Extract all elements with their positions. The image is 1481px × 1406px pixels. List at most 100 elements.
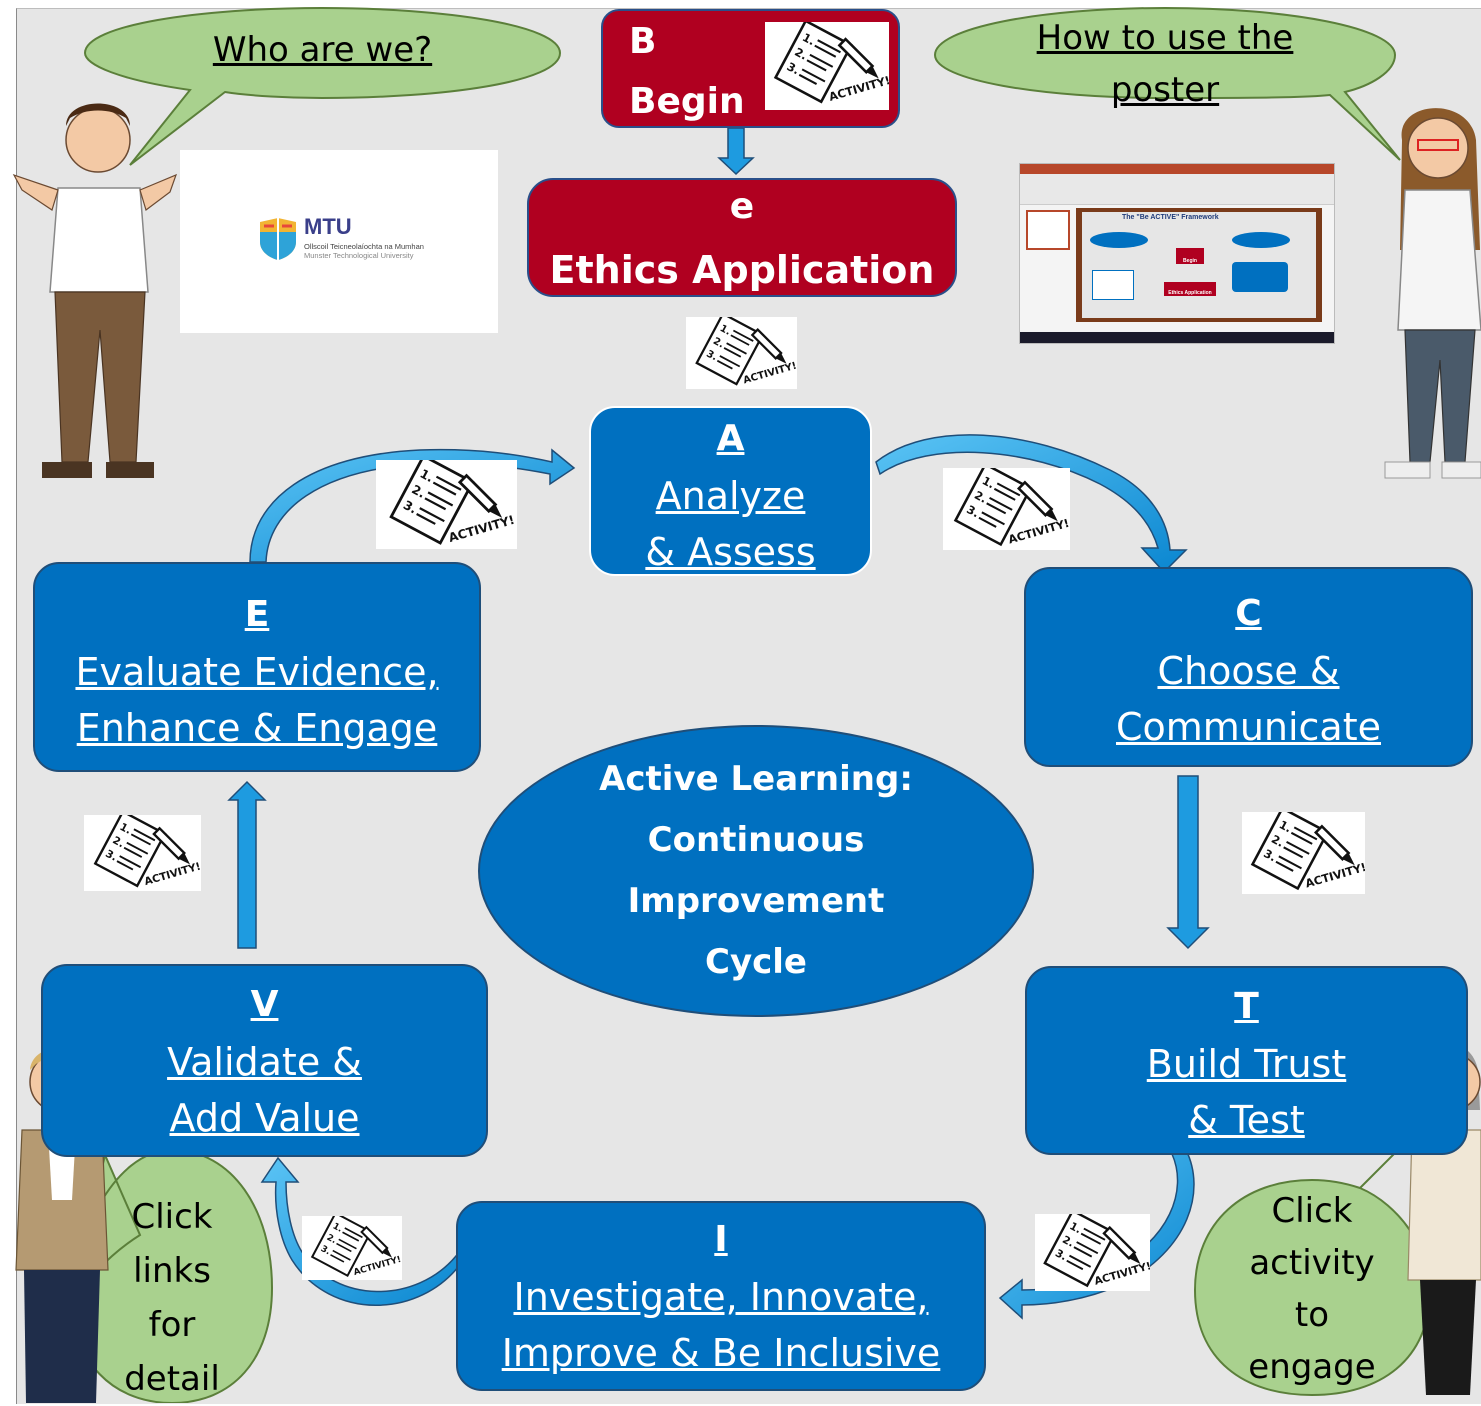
svg-text:2.: 2. [325, 1233, 338, 1246]
validate-line2[interactable]: Add Value [169, 1096, 360, 1140]
thumbnail-titlebar [1020, 164, 1334, 174]
svg-text:1.: 1. [118, 821, 134, 837]
analyze-line2[interactable]: & Assess [645, 530, 816, 574]
activity-label: ACTIVITY! [1007, 517, 1070, 547]
who-are-we-bubble[interactable]: Who are we? [150, 30, 495, 70]
click-activity-bubble-text: Click activity to engage [1212, 1185, 1412, 1393]
activity-icon-analyze-choose[interactable]: 1.2.3.ACTIVITY! [943, 468, 1070, 550]
activity-line2: activity [1249, 1243, 1375, 1283]
activity-checklist-icon: 1.2.3.ACTIVITY! [310, 1216, 402, 1278]
validate-box[interactable]: V Validate & Add Value [41, 964, 488, 1157]
thumbnail-slide: The "Be ACTIVE" Framework Begin Ethics A… [1076, 208, 1322, 322]
investigate-line2[interactable]: Improve & Be Inclusive [501, 1331, 941, 1375]
activity-checklist-icon: 1.2.3. ACTIVITY! [695, 317, 797, 387]
analyze-letter[interactable]: A [716, 418, 745, 459]
evaluate-line1[interactable]: Evaluate Evidence, [75, 650, 439, 694]
choose-letter[interactable]: C [1235, 593, 1262, 634]
choose-line2[interactable]: Communicate [1116, 705, 1381, 749]
evaluate-box[interactable]: E Evaluate Evidence, Enhance & Engage [33, 562, 481, 772]
activity-checklist-icon: 1.2.3.ACTIVITY! [953, 468, 1070, 547]
center-line4: Cycle [705, 942, 807, 982]
begin-label: Begin [629, 81, 745, 122]
analyze-line1[interactable]: Analyze [655, 474, 806, 518]
activity-icon-trust-investigate[interactable]: 1.2.3.ACTIVITY! [1035, 1214, 1150, 1291]
svg-text:3.: 3. [964, 503, 981, 520]
svg-text:2.: 2. [792, 45, 809, 63]
arrow-choose-to-trust [1166, 775, 1210, 950]
cycle-center-ellipse: Active Learning: Continuous Improvement … [478, 725, 1034, 1017]
activity-icon-evaluate-analyze[interactable]: 1.2.3.ACTIVITY! [376, 460, 517, 549]
svg-text:1.: 1. [718, 323, 733, 338]
links-line1: Click [131, 1197, 213, 1237]
mtu-logo-english: Munster Technological University [304, 251, 414, 260]
begin-letter: B [629, 21, 657, 62]
mtu-logo-card[interactable]: MTU Ollscoil Teicneolaíochta na Mumhan M… [180, 150, 498, 333]
choose-line1[interactable]: Choose & [1157, 649, 1340, 693]
center-line1: Active Learning: [599, 759, 913, 799]
trust-line2[interactable]: & Test [1188, 1098, 1305, 1142]
trust-letter[interactable]: T [1234, 986, 1259, 1027]
svg-text:3.: 3. [704, 349, 719, 364]
activity-label: ACTIVITY! [1304, 861, 1365, 891]
bubble-who-shape [83, 6, 562, 166]
choose-box[interactable]: C Choose & Communicate [1024, 567, 1473, 767]
activity-icon-choose-trust[interactable]: 1.2.3. ACTIVITY! [1242, 812, 1365, 894]
svg-text:2.: 2. [1269, 833, 1286, 850]
mtu-logo-irish: Ollscoil Teicneolaíochta na Mumhan [304, 242, 424, 251]
thumbnail-taskbar [1020, 332, 1334, 343]
evaluate-line2[interactable]: Enhance & Engage [76, 706, 438, 750]
poster-thumbnail[interactable]: The "Be ACTIVE" Framework Begin Ethics A… [1019, 163, 1335, 344]
thumbnail-ethics: Ethics Application [1164, 282, 1216, 296]
thumbnail-slides-pane [1026, 210, 1070, 250]
evaluate-letter[interactable]: E [244, 594, 270, 635]
who-are-we-link[interactable]: Who are we? [212, 30, 433, 70]
svg-text:3.: 3. [401, 498, 419, 517]
investigate-letter[interactable]: I [714, 1219, 728, 1260]
ethics-letter: e [729, 186, 755, 227]
activity-icon-investigate-validate[interactable]: 1.2.3.ACTIVITY! [302, 1216, 402, 1280]
trust-box[interactable]: T Build Trust & Test [1025, 966, 1468, 1155]
activity-icon-begin[interactable]: 1.2.3.ACTIVITY! [765, 22, 889, 110]
activity-checklist-icon: 1.2.3.ACTIVITY! [773, 22, 889, 104]
mtu-logo-name: MTU [304, 214, 352, 239]
activity-label: ACTIVITY! [827, 73, 889, 104]
activity-label: ACTIVITY! [742, 361, 797, 387]
how-to-use-link-line2[interactable]: poster [1110, 70, 1220, 110]
how-to-use-link-line1[interactable]: How to use the [1036, 18, 1294, 58]
activity-label: ACTIVITY! [1093, 1260, 1150, 1288]
svg-text:2.: 2. [1060, 1234, 1076, 1250]
arrow-analyze-to-choose [875, 434, 1188, 574]
ethics-label: Ethics Application [549, 248, 935, 292]
validate-letter[interactable]: V [250, 984, 279, 1025]
investigate-box[interactable]: I Investigate, Innovate, Improve & Be In… [456, 1201, 986, 1391]
arrow-validate-to-evaluate [227, 780, 267, 949]
activity-icon-ethics[interactable]: 1.2.3. ACTIVITY! [686, 317, 797, 389]
ethics-box[interactable]: e Ethics Application [527, 178, 957, 297]
validate-line1[interactable]: Validate & [167, 1040, 362, 1084]
analyze-box[interactable]: A Analyze & Assess [589, 406, 872, 576]
activity-icon-validate-evaluate[interactable]: 1.2.3.ACTIVITY! [84, 815, 201, 891]
activity-label: ACTIVITY! [143, 860, 201, 888]
activity-label: ACTIVITY! [447, 513, 516, 545]
svg-text:3.: 3. [103, 848, 119, 864]
svg-text:1.: 1. [980, 474, 997, 491]
activity-line3: to [1294, 1295, 1330, 1335]
svg-text:2.: 2. [409, 482, 427, 501]
activity-label: ACTIVITY! [353, 1255, 402, 1278]
svg-text:3.: 3. [319, 1244, 332, 1257]
man-left-figure [12, 103, 178, 478]
thumbnail-title: The "Be ACTIVE" Framework [1122, 214, 1219, 221]
activity-line4: engage [1248, 1347, 1376, 1387]
arrow-evaluate-to-analyze [249, 448, 576, 563]
svg-text:2.: 2. [711, 336, 726, 351]
investigate-line1[interactable]: Investigate, Innovate, [513, 1275, 929, 1319]
trust-line1[interactable]: Build Trust [1146, 1042, 1347, 1086]
svg-text:3.: 3. [1053, 1247, 1069, 1263]
center-line2: Continuous [647, 820, 865, 860]
activity-checklist-icon: 1.2.3. ACTIVITY! [1250, 812, 1365, 891]
svg-text:3.: 3. [1261, 847, 1278, 864]
svg-text:1.: 1. [1277, 818, 1294, 835]
thumbnail-begin: Begin [1176, 248, 1204, 264]
how-to-use-bubble[interactable]: How to use the poster [980, 12, 1350, 116]
